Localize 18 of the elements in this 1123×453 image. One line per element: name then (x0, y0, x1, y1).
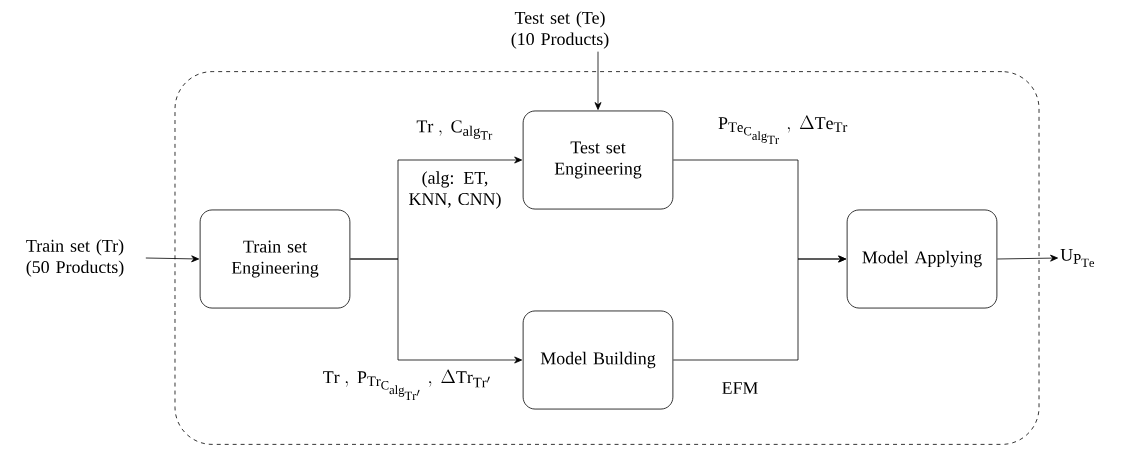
output-symbol: $\mathrm{U}_{\mathrm{P}_{\mathrm{Te}}}$ (1060, 248, 1095, 268)
input-text: Test set (Te) (10 Products) (511, 11, 609, 49)
process-box: Test set Engineering (522, 110, 674, 210)
arrow (349, 258, 523, 364)
process-box: Model Building (522, 310, 674, 410)
edge-label: EFM (722, 382, 758, 394)
edge-label: $\mathrm{Tr}\ ,\ \mathrm{P}_{\mathrm{Tr}_{\mathrm{C}_{\mathrm{alg}_{\mathrm{Tr'}}}}}\ ,\ \Delta\mathrm{Tr}_{\mathrm{Tr'}}$ (323, 369, 490, 400)
arrow (996, 254, 1058, 262)
note-text: (alg: ET, KNN, CNN) (409, 171, 501, 209)
dashed-frame (174, 71, 1040, 445)
arrow (594, 51, 602, 110)
edge-label: $\mathrm{P}_{\mathrm{Te}_{\mathrm{C}_{\mathrm{alg}_{\mathrm{Tr}}}}}\ ,\ \Delta\mathrm{Te}_{\mathrm{Tr}}$ (718, 115, 848, 145)
arrow (145, 255, 200, 263)
input-text: Train set (Tr) (50 Products) (26, 239, 124, 277)
process-box: Train set Engineering (199, 209, 351, 309)
process-box: Model Applying (846, 209, 998, 309)
arrow (672, 255, 847, 361)
edge-label: $\mathrm{Tr}\ ,\ \mathrm{C}_{\mathrm{alg}_{\mathrm{Tr}}}$ (416, 120, 493, 140)
